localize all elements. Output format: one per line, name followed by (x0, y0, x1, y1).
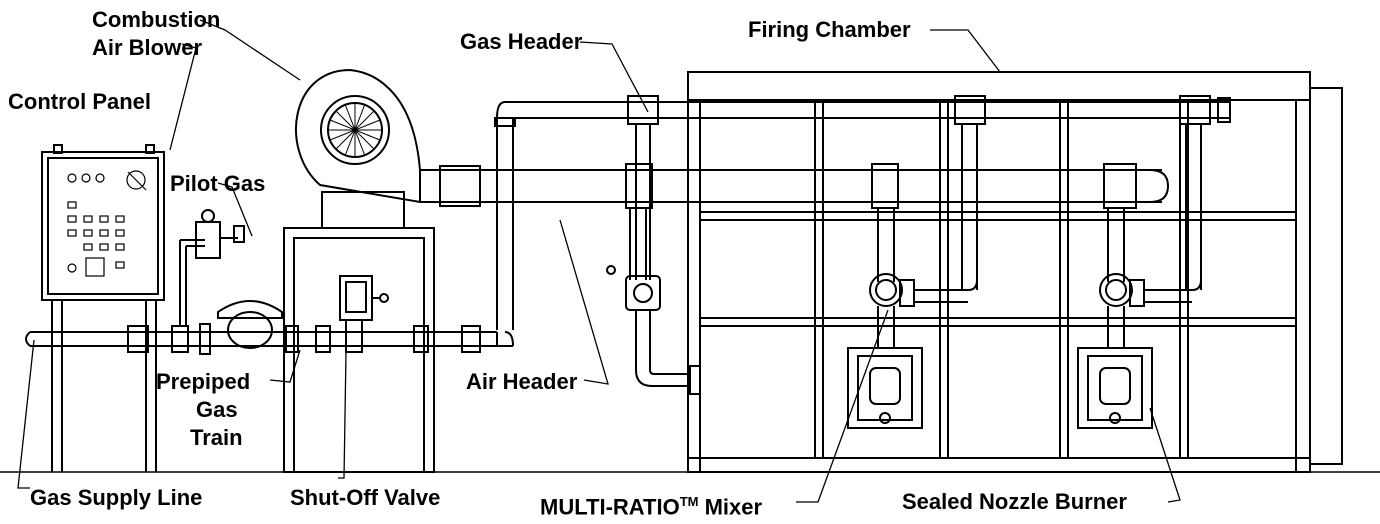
trademark-mark: TM (679, 494, 699, 509)
gas-header-pipe (494, 95, 1231, 330)
label-control-panel: Control Panel (8, 89, 152, 114)
label-gas-supply-line: Gas Supply Line (30, 485, 203, 510)
gas-train-cabinet (283, 227, 435, 473)
label-prepiped-train: Train (190, 425, 243, 450)
mixer-name: MULTI-RATIO (540, 494, 680, 520)
mixer-assembly-left (606, 265, 701, 395)
firing-chamber (687, 71, 1343, 473)
label-combustion-line1: Combustion (92, 7, 221, 32)
shut-off-valve-body (339, 275, 389, 321)
label-pilot-gas: Pilot Gas (170, 171, 266, 196)
pilot-gas-assembly (179, 209, 245, 326)
label-gas-header: Gas Header (460, 29, 583, 54)
label-shut-off-valve: Shut-Off Valve (290, 485, 441, 510)
label-multi-ratio-mixer: MULTI-RATIOTM Mixer (540, 490, 762, 519)
label-prepiped-gas: Gas (196, 397, 238, 422)
burner-center (847, 347, 923, 429)
burner-right (1077, 347, 1153, 429)
combustion-air-blower (295, 68, 421, 229)
mixer-word: Mixer (698, 494, 763, 520)
label-firing-chamber: Firing Chamber (748, 17, 911, 42)
label-prepiped: Prepiped (156, 369, 251, 394)
label-air-header: Air Header (466, 369, 578, 394)
gas-supply-line-pipe (25, 300, 514, 355)
mixer-assembly-right (1099, 273, 1202, 348)
leader-lines (17, 19, 1181, 503)
control-panel-cabinet (41, 144, 165, 472)
mixer-assembly-center (869, 273, 978, 348)
label-air-blower-line2: Air Blower (92, 35, 203, 60)
air-header-pipe (420, 163, 1170, 282)
label-sealed-nozzle-burner: Sealed Nozzle Burner (902, 489, 1127, 514)
